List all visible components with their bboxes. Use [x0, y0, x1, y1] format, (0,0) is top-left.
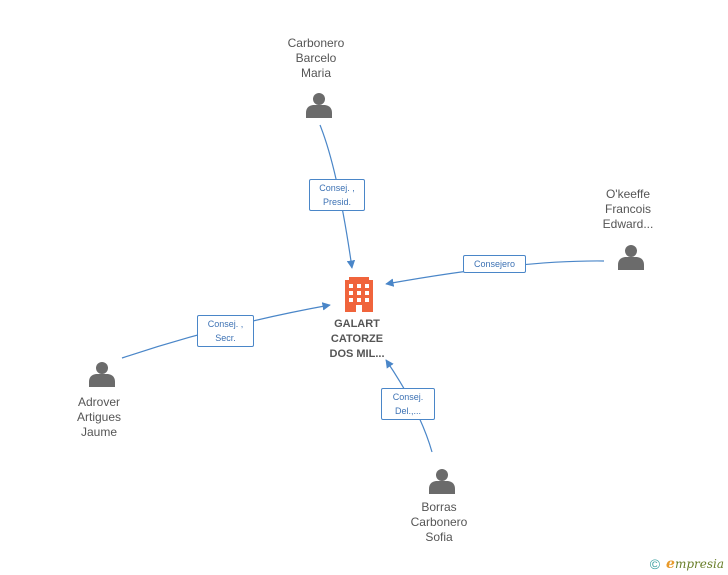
relation-label-line: Secr. — [215, 333, 236, 343]
relation-label-line: Presid. — [322, 197, 351, 207]
company-name-line: CATORZE — [330, 333, 384, 345]
name-line: Barcelo — [295, 51, 337, 65]
person-icon[interactable] — [429, 469, 455, 494]
building-icon[interactable] — [345, 277, 373, 312]
relation-label-adrover[interactable]: Consej. , Secr. — [197, 315, 254, 347]
name-line: Carbonero — [287, 36, 345, 50]
relation-label-line: Consej. , — [207, 319, 244, 329]
person-icon[interactable] — [306, 93, 332, 118]
logo-e: e — [666, 556, 675, 572]
company-name-line: GALART — [334, 318, 380, 330]
logo-rest: mpresia — [674, 557, 724, 571]
company-name[interactable]: GALART CATORZE DOS MIL... — [312, 317, 402, 362]
person-icon[interactable] — [89, 362, 115, 387]
name-line: Maria — [300, 66, 331, 80]
name-line: Adrover — [77, 395, 121, 409]
brand-footer: © empresia — [650, 556, 724, 572]
name-line: Artigues — [76, 410, 122, 424]
name-line: Jaume — [80, 425, 118, 439]
person-name-carbonero[interactable]: Carbonero Barcelo Maria — [261, 36, 371, 81]
name-line: Carbonero — [410, 515, 468, 529]
relation-label-line: Consej. — [392, 392, 424, 402]
person-name-borras[interactable]: Borras Carbonero Sofia — [384, 500, 494, 545]
name-line: Sofia — [425, 530, 453, 544]
copyright-icon: © — [649, 556, 661, 572]
company-name-line: DOS MIL... — [329, 348, 385, 360]
relation-label-line: Consej. , — [319, 183, 355, 193]
name-line: Francois — [604, 202, 651, 216]
relation-label-line: Consejero — [473, 259, 516, 269]
person-icon[interactable] — [618, 245, 644, 270]
relation-label-borras[interactable]: Consej. Del.,... — [381, 388, 435, 420]
name-line: Borras — [421, 500, 457, 514]
relation-label-carbonero[interactable]: Consej. , Presid. — [309, 179, 365, 211]
relation-label-line: Del.,... — [394, 406, 421, 416]
name-line: Edward... — [602, 217, 654, 231]
relation-label-okeeffe[interactable]: Consejero — [463, 255, 526, 273]
person-name-okeeffe[interactable]: O'keeffe Francois Edward... — [573, 187, 683, 232]
name-line: O'keeffe — [605, 187, 651, 201]
empresia-logo[interactable]: empresia — [666, 556, 724, 572]
person-name-adrover[interactable]: Adrover Artigues Jaume — [44, 395, 154, 440]
